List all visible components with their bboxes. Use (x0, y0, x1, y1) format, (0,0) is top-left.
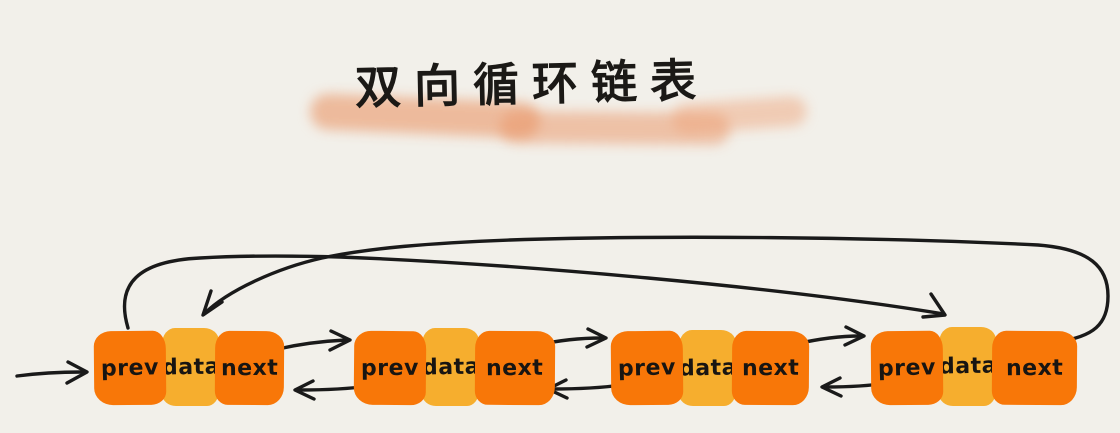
list-node-1: prev data next (93, 328, 285, 406)
next-label: next (486, 355, 544, 381)
list-node-2: prev data next (353, 328, 556, 406)
node-3-prev-cell: prev (610, 330, 684, 406)
data-label: data (938, 353, 997, 380)
data-label: data (161, 353, 220, 381)
list-node-3: prev data next (610, 330, 810, 406)
list-node-4: prev data next (870, 327, 1078, 406)
next-label: next (220, 355, 279, 381)
circular-prev-arrow (122, 254, 947, 330)
entry-arrow (15, 360, 89, 385)
node-4-next-cell: next (991, 330, 1078, 406)
prev-label: prev (617, 354, 677, 382)
data-label: data (421, 353, 480, 381)
data-label: data (678, 354, 737, 382)
prev-label: prev (360, 355, 420, 381)
node-4-prev-cell: prev (870, 330, 944, 406)
next-label: next (1005, 355, 1064, 381)
node-3-next-cell: next (731, 330, 810, 406)
node-1-next-cell: next (214, 330, 285, 406)
node-1-prev-cell: prev (93, 330, 167, 406)
node-2-next-cell: next (474, 330, 556, 406)
node-2-data-cell: data (421, 328, 480, 406)
next-label: next (741, 355, 800, 381)
node-4-data-cell: data (938, 327, 997, 406)
circular-next-arrow (201, 235, 1110, 344)
prev-label: prev (877, 354, 937, 382)
node-3-data-cell: data (678, 330, 737, 406)
node-1-data-cell: data (161, 328, 220, 406)
next-arrow-1-2 (276, 329, 352, 352)
prev-label: prev (100, 354, 160, 382)
node-2-prev-cell: prev (353, 330, 427, 406)
